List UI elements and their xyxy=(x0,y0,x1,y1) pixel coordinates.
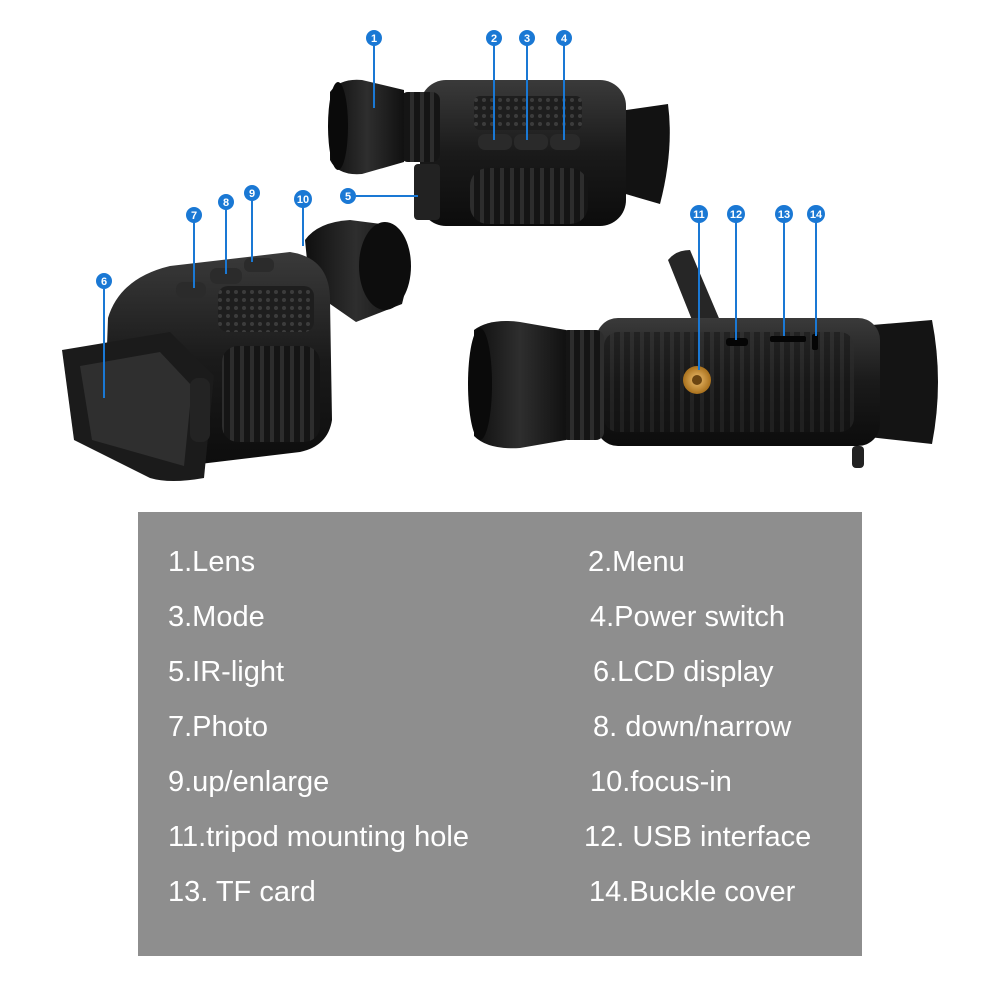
legend-item-usb-interface: 12. USB interface xyxy=(584,821,812,853)
callout-number: 9 xyxy=(249,188,255,200)
right-grip xyxy=(604,332,854,432)
top-button-mode xyxy=(514,134,548,150)
callout-number: 12 xyxy=(730,209,742,221)
legend-item-power-switch: 4.Power switch xyxy=(590,601,786,633)
legend-item-down-narrow: 8. down/narrow xyxy=(593,711,792,743)
callout-badge-4: 4 xyxy=(556,30,572,46)
legend-item-tripod-mounting-hole: 11.tripod mounting hole xyxy=(168,821,469,853)
right-tf-slot xyxy=(770,336,806,342)
top-ir-light xyxy=(414,164,440,220)
left-texture xyxy=(218,286,314,332)
callout-number: 5 xyxy=(345,191,351,203)
left-lens-rim xyxy=(359,222,411,310)
device-illustration: 1 2 3 4 5 6 7 8 9 10 11 12 13 14 xyxy=(62,30,938,481)
callout-badge-6: 6 xyxy=(96,273,112,289)
left-grip xyxy=(222,346,320,442)
device-left-view xyxy=(62,220,411,481)
callout-number: 1 xyxy=(371,33,377,45)
top-focus-ring xyxy=(400,92,440,162)
callout-badge-9: 9 xyxy=(244,185,260,201)
right-clip xyxy=(852,446,864,468)
callout-number: 2 xyxy=(491,33,497,45)
left-button-up xyxy=(244,258,274,272)
callout-number: 14 xyxy=(810,209,823,221)
callout-badge-13: 13 xyxy=(775,205,793,223)
top-lens-rim xyxy=(328,82,348,170)
left-side-pad xyxy=(190,378,210,442)
legend-item-menu: 2.Menu xyxy=(588,546,685,578)
right-lens-rim xyxy=(468,328,492,440)
right-buckle-cover xyxy=(812,334,818,350)
callout-badge-5: 5 xyxy=(340,188,356,204)
right-buckle-strap xyxy=(668,250,724,340)
callout-number: 13 xyxy=(778,209,790,221)
legend-item-lcd-display: 6.LCD display xyxy=(593,656,774,688)
right-lens xyxy=(474,321,566,449)
callout-badge-1: 1 xyxy=(366,30,382,46)
callout-badge-12: 12 xyxy=(727,205,745,223)
callout-number: 4 xyxy=(561,33,568,45)
left-lcd-screen xyxy=(80,352,192,466)
top-lens xyxy=(330,79,404,175)
legend-item-photo: 7.Photo xyxy=(168,711,268,743)
right-usb-port xyxy=(726,338,748,346)
callout-badge-8: 8 xyxy=(218,194,234,210)
legend-item-ir-light: 5.IR-light xyxy=(168,656,285,688)
legend-item-focus-in: 10.focus-in xyxy=(590,766,732,798)
callout-number: 10 xyxy=(297,194,309,206)
callout-number: 6 xyxy=(101,276,107,288)
left-button-down xyxy=(210,268,242,284)
legend-item-up-enlarge: 9.up/enlarge xyxy=(168,766,330,798)
top-button-menu xyxy=(478,134,512,150)
device-right-view xyxy=(468,250,938,468)
top-button-power xyxy=(550,134,580,150)
right-tripod-hole xyxy=(692,375,702,385)
right-focus-ring xyxy=(560,330,604,440)
callout-badge-3: 3 xyxy=(519,30,535,46)
legend-item-lens: 1.Lens xyxy=(168,546,256,578)
left-button-photo xyxy=(176,282,206,298)
callout-leaders xyxy=(103,45,817,398)
legend-item-mode: 3.Mode xyxy=(168,601,265,633)
callout-badge-7: 7 xyxy=(186,207,202,223)
device-top-view xyxy=(328,79,670,226)
callout-number: 7 xyxy=(191,210,197,222)
top-eyecup xyxy=(612,104,670,204)
callout-badge-10: 10 xyxy=(294,190,312,208)
top-grip xyxy=(470,168,588,224)
callout-badge-2: 2 xyxy=(486,30,502,46)
callout-badge-11: 11 xyxy=(690,205,708,223)
callout-number: 3 xyxy=(524,33,530,45)
callout-number: 11 xyxy=(693,209,705,221)
callout-badge-14: 14 xyxy=(807,205,825,223)
legend-item-tf-card: 13. TF card xyxy=(168,876,316,908)
legend-item-buckle-cover: 14.Buckle cover xyxy=(589,876,796,908)
callout-number: 8 xyxy=(223,197,229,209)
legend-panel: 1.Lens 3.Mode 5.IR-light 7.Photo 9.up/en… xyxy=(138,512,862,956)
